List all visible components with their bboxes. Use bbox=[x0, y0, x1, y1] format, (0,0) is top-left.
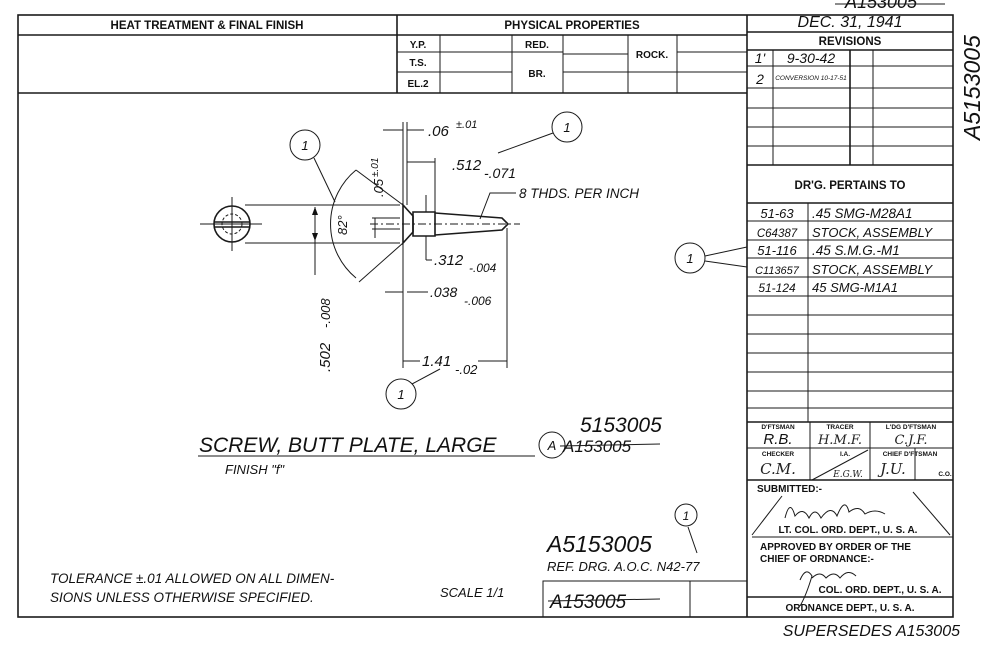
superseded-number: A153005 bbox=[549, 592, 627, 613]
supersedes-note: SUPERSEDES A153005 bbox=[783, 623, 960, 640]
dimension-labels: .06 ±.01 .512 -.071 8 THDS. PER INCH .05… bbox=[317, 119, 639, 377]
el-label: EL.2 bbox=[407, 79, 429, 90]
revisions-header: REVISIONS bbox=[819, 36, 882, 48]
approved-signature bbox=[799, 571, 857, 607]
pertains-item: .45 SMG-M28A1 bbox=[812, 206, 913, 221]
dim-head-edge-tol: -.006 bbox=[464, 294, 492, 308]
revision-no: 2 bbox=[755, 71, 764, 87]
supersede-box bbox=[542, 580, 748, 618]
pertains-item: STOCK, ASSEMBLY bbox=[812, 225, 934, 240]
revision-date: CONVERSION 10-17-51 bbox=[775, 75, 847, 82]
rock-label: ROCK. bbox=[636, 50, 668, 61]
pertains-list: 51-63 .45 SMG-M28A1 C64387 STOCK, ASSEMB… bbox=[755, 206, 933, 295]
chief-draftsman-label: CHIEF D'FTSMAN bbox=[883, 451, 938, 458]
chief-draftsman-initials: J.U. bbox=[877, 460, 906, 478]
dim-shank-diameter: .312 bbox=[434, 252, 464, 269]
pertains-item: .45 S.M.G.-M1 bbox=[812, 243, 900, 258]
pertains-item: 45 SMG-M1A1 bbox=[812, 280, 898, 295]
ia-label: I.A. bbox=[840, 451, 850, 458]
dim-threads: 8 THDS. PER INCH bbox=[519, 186, 639, 201]
revision-no: 1' bbox=[755, 50, 767, 66]
dim-shank-length: .512 bbox=[452, 157, 482, 174]
dim-head-thickness: .06 bbox=[428, 123, 450, 140]
reference-drawing: REF. DRG. A.O.C. N42-77 bbox=[547, 559, 700, 574]
physical-properties-header: PHYSICAL PROPERTIES bbox=[504, 20, 640, 32]
ldg-draftsman-initials: C.J.F. bbox=[894, 433, 927, 448]
dim-length-tol: -.02 bbox=[455, 362, 478, 377]
new-part-number: 5153005 bbox=[580, 414, 662, 437]
co-label: C.O. bbox=[938, 471, 952, 478]
heat-treatment-header: HEAT TREATMENT & FINAL FINISH bbox=[111, 20, 304, 32]
old-part-number: A153005 bbox=[562, 437, 632, 456]
callout-label: 1 bbox=[397, 387, 404, 402]
revision-date: 9-30-42 bbox=[787, 50, 835, 66]
tracer-label: TRACER bbox=[826, 424, 853, 431]
submitted-rank: LT. COL. ORD. DEPT., U. S. A. bbox=[779, 525, 918, 536]
pertains-drg: 51-63 bbox=[760, 206, 794, 221]
callout-label: 1 bbox=[301, 138, 308, 153]
pertains-item: STOCK, ASSEMBLY bbox=[812, 262, 934, 277]
top-struck-number: A153005 bbox=[844, 0, 918, 12]
red-label: RED. bbox=[525, 40, 549, 51]
ldg-draftsman-label: L'DG D'FTSMAN bbox=[886, 424, 937, 431]
approved-label: APPROVED BY ORDER OF THE bbox=[760, 542, 911, 553]
callout-balloons: 1 1 1 1 1 bbox=[289, 111, 748, 554]
ordnance-dept: ORDNANCE DEPT., U. S. A. bbox=[785, 603, 914, 614]
dim-head-diameter-tol: -.008 bbox=[318, 298, 333, 328]
checker-initials: C.M. bbox=[760, 460, 796, 478]
approved-rank: COL. ORD. DEPT., U. S. A. bbox=[819, 585, 942, 596]
submitted-signature bbox=[784, 504, 886, 520]
tolerance-note-line2: SIONS UNLESS OTHERWISE SPECIFIED. bbox=[50, 590, 314, 605]
ts-label: T.S. bbox=[409, 58, 426, 69]
revision-mark: A bbox=[547, 438, 557, 453]
pertains-drg: 51-124 bbox=[758, 281, 796, 295]
screw-drawing bbox=[200, 122, 520, 368]
callout-label: 1 bbox=[686, 251, 693, 266]
pertains-drg: C113657 bbox=[755, 265, 800, 277]
dim-angle: 82° bbox=[335, 215, 350, 235]
drawing-date: DEC. 31, 1941 bbox=[798, 14, 903, 31]
dim-head-edge: .038 bbox=[430, 284, 457, 300]
part-finish: FINISH "f" bbox=[225, 462, 285, 477]
br-label: BR. bbox=[528, 69, 545, 80]
pertains-drg: 51-116 bbox=[757, 243, 797, 258]
header-block bbox=[18, 15, 748, 617]
title-block-grid bbox=[747, 31, 953, 598]
part-name: SCREW, BUTT PLATE, LARGE bbox=[199, 434, 498, 457]
submitted-label: SUBMITTED:- bbox=[757, 484, 822, 495]
dim-shank-diameter-tol: -.004 bbox=[469, 261, 497, 275]
tracer-initials: H.M.F. bbox=[817, 433, 862, 448]
draftsman-initials: R.B. bbox=[763, 431, 792, 448]
pertains-drg: C64387 bbox=[757, 228, 798, 240]
drawing-number: A5153005 bbox=[545, 531, 652, 557]
side-drawing-number: A5153005 bbox=[959, 35, 985, 142]
yp-label: Y.P. bbox=[410, 40, 427, 51]
callout-label: 1 bbox=[563, 120, 570, 135]
dim-slot-tol: ±.01 bbox=[370, 158, 381, 177]
checker-label: CHECKER bbox=[762, 451, 794, 458]
dim-head-diameter: .502 bbox=[317, 342, 334, 372]
tolerance-note-line1: TOLERANCE ±.01 ALLOWED ON ALL DIMEN- bbox=[50, 571, 335, 586]
draftsman-label: D'FTSMAN bbox=[761, 424, 795, 431]
drawing-border bbox=[17, 14, 954, 618]
pertains-header: DR'G. PERTAINS TO bbox=[795, 180, 906, 192]
approved-label-2: CHIEF OF ORDNANCE:- bbox=[760, 554, 874, 565]
dim-shank-length-tol: -.071 bbox=[484, 165, 516, 181]
dim-head-thickness-tol: ±.01 bbox=[456, 119, 477, 131]
ia-initials: E.G.W. bbox=[832, 470, 863, 480]
dim-slot: .05 bbox=[371, 178, 386, 197]
scale-note: SCALE 1/1 bbox=[440, 585, 504, 600]
callout-label: 1 bbox=[683, 509, 690, 523]
dim-length: 1.41 bbox=[422, 353, 451, 370]
